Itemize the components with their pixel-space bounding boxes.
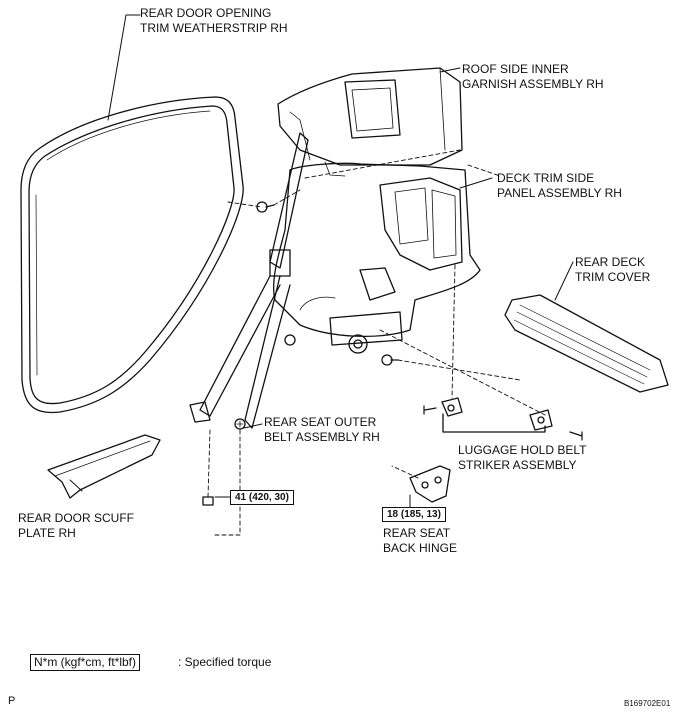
label-scuff-plate: REAR DOOR SCUFF PLATE RH [18,511,135,540]
luggage-striker-part [423,397,583,441]
label-seat-belt: REAR SEAT OUTER BELT ASSEMBLY RH [264,415,380,444]
label-roof-garnish: ROOF SIDE INNER GARNISH ASSEMBLY RH [462,62,604,91]
label-luggage-striker: LUGGAGE HOLD BELT STRIKER ASSEMBLY [458,443,587,472]
torque-hinge-bolt: 18 (185, 13) [382,507,446,522]
seat-hinge-part [409,465,451,503]
figure-code: B169702E01 [624,699,671,708]
weatherstrip-part [20,96,244,414]
legend-text: : Specified torque [178,655,272,669]
roof-garnish-part [277,67,463,177]
label-seat-hinge: REAR SEAT BACK HINGE [383,526,458,555]
deck-cover-part [504,294,669,393]
seat-belt-part [189,132,309,430]
page-mark: P [8,695,16,707]
label-deck-side-panel: DECK TRIM SIDE PANEL ASSEMBLY RH [497,171,622,200]
label-weatherstrip: REAR DOOR OPENING TRIM WEATHERSTRIP RH [140,6,288,35]
deck-side-panel-part [273,162,481,354]
torque-belt-bolt: 41 (420, 30) [230,490,294,505]
dashed-guides [207,149,546,536]
label-deck-cover: REAR DECK TRIM COVER [575,255,651,284]
scuff-plate-part [47,434,161,499]
clips [202,201,399,506]
legend-unit-box: N*m (kgf*cm, ft*lbf) [30,654,141,671]
leader-lines [69,14,574,514]
